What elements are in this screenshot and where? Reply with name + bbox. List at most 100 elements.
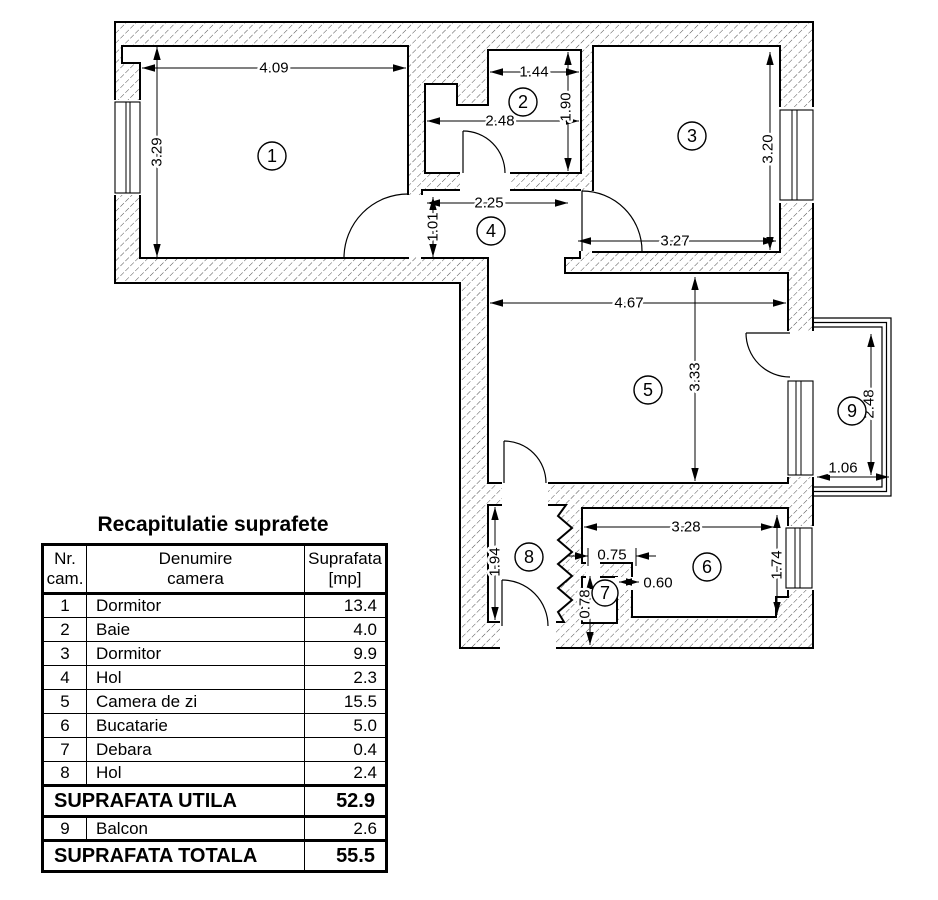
- svg-text:1.74: 1.74: [769, 550, 786, 579]
- dim-kitchen-height: 1.74: [766, 515, 788, 615]
- opening-door-room3: [578, 191, 596, 251]
- cell-nr: 9: [42, 816, 87, 842]
- cell-name: Camera de zi: [86, 689, 305, 715]
- table-row-balcon: 9 Balcon 2.6: [42, 816, 387, 842]
- opening-debara-door: [615, 577, 634, 590]
- room-label-8: 8: [514, 542, 544, 572]
- opening-door-hall8: [502, 481, 548, 507]
- window-living-room: [787, 380, 814, 476]
- room-label-1: 1: [257, 141, 287, 171]
- cell-area: 9.9: [304, 641, 387, 667]
- utila-label: SUPRAFATA UTILA: [42, 784, 305, 819]
- dim-balcony-width: 1.06: [817, 457, 889, 481]
- svg-text:3.27: 3.27: [660, 233, 689, 250]
- svg-text:3.28: 3.28: [671, 519, 700, 536]
- opening-door-room1: [404, 195, 428, 257]
- doors: [343, 130, 791, 627]
- header-nr: Nr.cam.: [42, 543, 87, 596]
- svg-text:1.90: 1.90: [558, 92, 575, 121]
- cell-nr: 7: [42, 737, 87, 763]
- svg-text:0.78: 0.78: [577, 589, 594, 618]
- svg-text:3.33: 3.33: [687, 362, 704, 391]
- opening-window-room1: [112, 100, 143, 195]
- dim-living-height: 3.33: [684, 277, 706, 481]
- cell-name: Bucatarie: [86, 713, 305, 739]
- table-row: 5 Camera de zi 15.5: [42, 689, 387, 715]
- cell-name: Dormitor: [86, 641, 305, 667]
- cell-nr: 4: [42, 665, 87, 691]
- svg-text:1.44: 1.44: [519, 64, 548, 81]
- opening-window-living: [784, 379, 816, 477]
- svg-text:3.29: 3.29: [149, 137, 166, 166]
- dim-hall-door-height: 1.01: [422, 197, 444, 257]
- svg-text:4.09: 4.09: [259, 60, 288, 77]
- dim-hall8-height: 1.94: [484, 507, 506, 620]
- cell-area: 4.0: [304, 617, 387, 643]
- dim-room3-width: 3.27: [578, 230, 776, 252]
- cell-area: 2.3: [304, 665, 387, 691]
- table-row: 8 Hol 2.4: [42, 761, 387, 787]
- window-room3: [779, 109, 814, 201]
- cell-area: 13.4: [304, 593, 387, 619]
- cell-area: 2.6: [304, 816, 387, 842]
- totala-label: SUPRAFATA TOTALA: [42, 839, 305, 874]
- table-row: 3 Dormitor 9.9: [42, 641, 387, 667]
- dim-bath-height: 1.90: [555, 52, 577, 171]
- suprafata-utila-row: SUPRAFATA UTILA 52.9: [42, 784, 387, 819]
- dim-bath-width: 2.48: [427, 110, 579, 132]
- utila-value: 52.9: [304, 784, 387, 819]
- svg-text:3.20: 3.20: [760, 134, 777, 163]
- dim-living-width: 4.67: [490, 292, 786, 314]
- opening-window-room3: [776, 107, 816, 203]
- svg-text:5: 5: [643, 380, 653, 400]
- dim-room1-width: 4.09: [142, 57, 406, 79]
- svg-text:2.48: 2.48: [485, 113, 514, 130]
- window-kitchen: [785, 527, 813, 589]
- opening-debara-slot: [586, 561, 600, 579]
- window-room1: [114, 101, 141, 194]
- cell-nr: 6: [42, 713, 87, 739]
- opening-entrance-door: [500, 620, 556, 650]
- room-label-9: 9: [837, 396, 867, 426]
- svg-text:2: 2: [518, 92, 528, 112]
- room-label-5: 5: [633, 375, 663, 405]
- balcony-railing: [813, 317, 892, 497]
- door-room1-hall: [343, 193, 409, 259]
- svg-text:9: 9: [847, 401, 857, 421]
- dim-debara-width: 0.75: [568, 544, 656, 566]
- door-bathroom: [462, 130, 506, 174]
- cell-nr: 5: [42, 689, 87, 715]
- dim-debara-height: 0.78: [574, 576, 596, 645]
- svg-text:4: 4: [486, 221, 496, 241]
- svg-text:1.06: 1.06: [828, 460, 857, 477]
- cell-nr: 1: [42, 593, 87, 619]
- room-labels: 1 2 3 4 5 6 7 8 9: [257, 87, 867, 607]
- table-title: Recapitulatie suprafete: [97, 513, 329, 536]
- cell-area: 5.0: [304, 713, 387, 739]
- room-label-7: 7: [591, 579, 619, 607]
- room-label-4: 4: [476, 216, 506, 246]
- dim-hall-width: 2.25: [427, 192, 568, 214]
- cell-nr: 8: [42, 761, 87, 787]
- cell-area: 0.4: [304, 737, 387, 763]
- svg-text:7: 7: [600, 583, 610, 603]
- opening-window-kitchen: [782, 526, 816, 590]
- cell-name: Hol: [86, 665, 305, 691]
- table-row: 4 Hol 2.3: [42, 665, 387, 691]
- dim-room3-height: 3.20: [757, 52, 779, 250]
- svg-text:1: 1: [267, 146, 277, 166]
- cell-name: Baie: [86, 617, 305, 643]
- room-label-2: 2: [508, 87, 538, 117]
- wall-openings: [112, 100, 816, 650]
- windows: [114, 101, 814, 589]
- table-row: 1 Dormitor 13.4: [42, 593, 387, 619]
- cell-name: Balcon: [86, 816, 305, 842]
- svg-text:1.01: 1.01: [425, 212, 442, 241]
- cell-nr: 2: [42, 617, 87, 643]
- door-entrance: [501, 579, 549, 627]
- suprafata-totala-row: SUPRAFATA TOTALA 55.5: [42, 839, 387, 874]
